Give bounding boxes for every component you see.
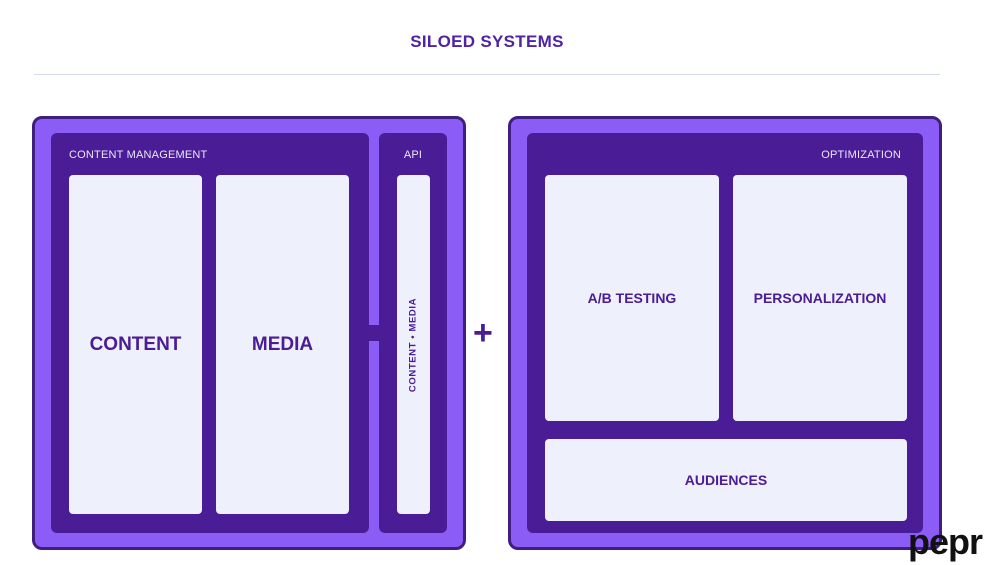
title-divider	[34, 74, 940, 75]
optimization-label: OPTIMIZATION	[821, 149, 901, 161]
api-label: API	[403, 149, 423, 161]
ab-testing-card: A/B TESTING	[545, 175, 719, 421]
diagram-title: SILOED SYSTEMS	[410, 32, 564, 51]
left-system-panel: CONTENT MANAGEMENT CONTENT MEDIA API CON…	[32, 116, 466, 550]
brand-logo: pepr	[908, 522, 983, 562]
content-management-label: CONTENT MANAGEMENT	[69, 149, 208, 161]
personalization-card: PERSONALIZATION	[733, 175, 907, 421]
content-card: CONTENT	[69, 175, 202, 514]
api-block: API CONTENT • MEDIA	[379, 133, 447, 533]
api-content-media-card: CONTENT • MEDIA	[397, 175, 430, 514]
audiences-card: AUDIENCES	[545, 439, 907, 521]
plus-symbol: +	[473, 314, 493, 352]
optimization-block: OPTIMIZATION A/B TESTING PERSONALIZATION…	[527, 133, 923, 533]
media-card: MEDIA	[216, 175, 349, 514]
right-system-panel: OPTIMIZATION A/B TESTING PERSONALIZATION…	[508, 116, 942, 550]
content-management-block: CONTENT MANAGEMENT CONTENT MEDIA	[51, 133, 369, 533]
api-content-media-label: CONTENT • MEDIA	[407, 297, 419, 393]
